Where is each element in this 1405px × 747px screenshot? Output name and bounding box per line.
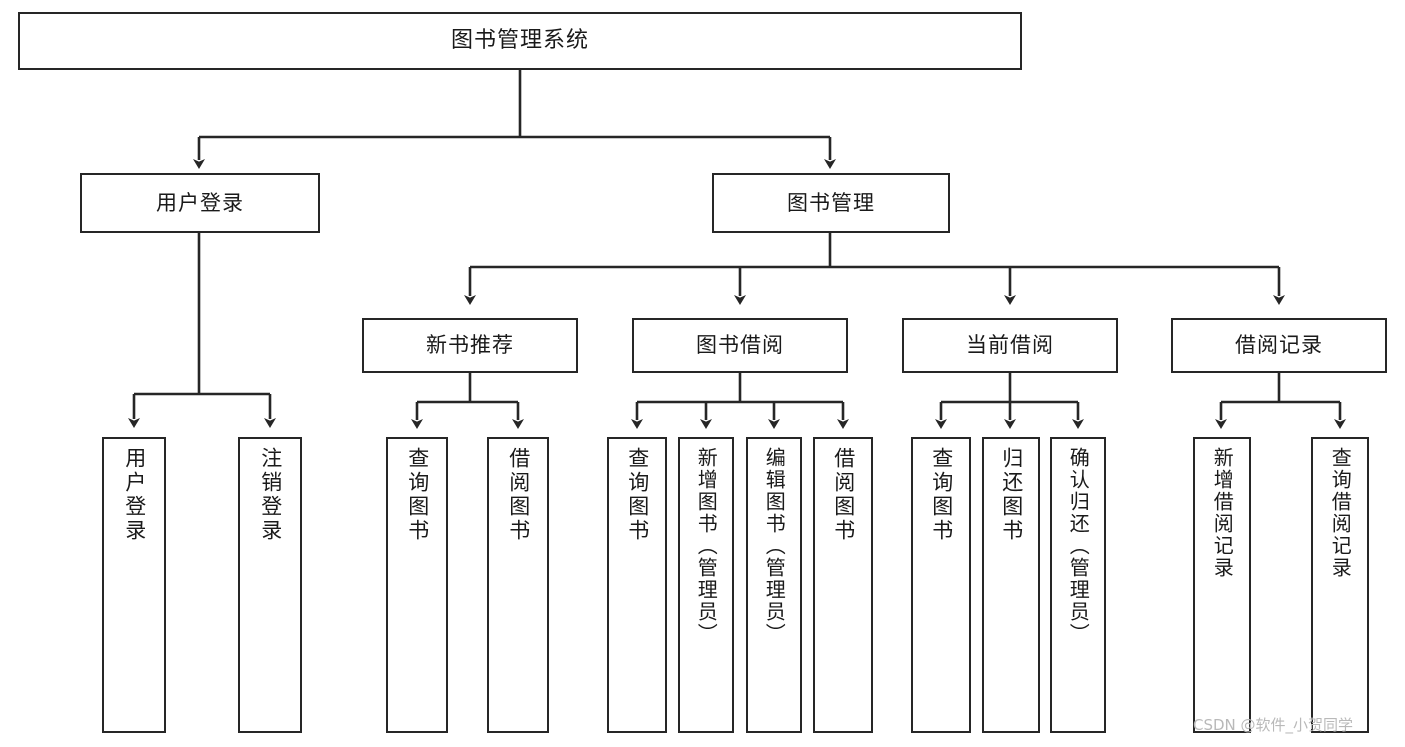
leaf-currentborrow-confirm-return-label: 确认归还（管理员） xyxy=(1066,447,1091,645)
leaf-user-login-logout-label: 注销登录 xyxy=(258,447,283,543)
leaf-bookborrow-query-book[interactable]: 查询图书 xyxy=(607,437,667,733)
leaf-borrowrecord-query-record-label: 查询借阅记录 xyxy=(1328,447,1353,579)
leaf-newbook-query-book[interactable]: 查询图书 xyxy=(386,437,448,733)
leaf-borrowrecord-add-record-label: 新增借阅记录 xyxy=(1210,447,1235,579)
node-borrow-record[interactable]: 借阅记录 xyxy=(1171,318,1387,373)
node-current-borrow-label: 当前借阅 xyxy=(966,333,1054,358)
leaf-newbook-query-book-label: 查询图书 xyxy=(405,447,430,543)
leaf-user-login-login-label: 用户登录 xyxy=(122,447,147,543)
leaf-bookborrow-add-book-label: 新增图书（管理员） xyxy=(694,447,719,645)
node-new-book-recommend[interactable]: 新书推荐 xyxy=(362,318,578,373)
leaf-newbook-borrow-book-label: 借阅图书 xyxy=(506,447,531,543)
node-book-manage-label: 图书管理 xyxy=(787,190,875,215)
node-root[interactable]: 图书管理系统 xyxy=(18,12,1022,70)
leaf-currentborrow-query-book[interactable]: 查询图书 xyxy=(911,437,971,733)
leaf-user-login-logout[interactable]: 注销登录 xyxy=(238,437,302,733)
node-root-label: 图书管理系统 xyxy=(450,28,589,54)
node-book-manage[interactable]: 图书管理 xyxy=(712,173,950,233)
node-new-book-recommend-label: 新书推荐 xyxy=(426,333,514,358)
leaf-bookborrow-edit-book[interactable]: 编辑图书（管理员） xyxy=(746,437,802,733)
leaf-currentborrow-query-book-label: 查询图书 xyxy=(929,447,954,543)
node-user-login[interactable]: 用户登录 xyxy=(80,173,320,233)
leaf-borrowrecord-query-record[interactable]: 查询借阅记录 xyxy=(1311,437,1369,733)
leaf-bookborrow-query-book-label: 查询图书 xyxy=(625,447,650,543)
leaf-user-login-login[interactable]: 用户登录 xyxy=(102,437,166,733)
leaf-newbook-borrow-book[interactable]: 借阅图书 xyxy=(487,437,549,733)
leaf-bookborrow-borrow-book[interactable]: 借阅图书 xyxy=(813,437,873,733)
leaf-bookborrow-add-book[interactable]: 新增图书（管理员） xyxy=(678,437,734,733)
node-book-borrow-label: 图书借阅 xyxy=(696,333,784,358)
leaf-currentborrow-confirm-return[interactable]: 确认归还（管理员） xyxy=(1050,437,1106,733)
leaf-bookborrow-edit-book-label: 编辑图书（管理员） xyxy=(762,447,787,645)
leaf-borrowrecord-add-record[interactable]: 新增借阅记录 xyxy=(1193,437,1251,733)
csdn-watermark: CSDN @软件_小贺同学 xyxy=(1193,716,1354,734)
leaf-currentborrow-return-book-label: 归还图书 xyxy=(999,447,1024,543)
node-book-borrow[interactable]: 图书借阅 xyxy=(632,318,848,373)
leaf-currentborrow-return-book[interactable]: 归还图书 xyxy=(982,437,1040,733)
node-borrow-record-label: 借阅记录 xyxy=(1235,333,1323,358)
leaf-bookborrow-borrow-book-label: 借阅图书 xyxy=(831,447,856,543)
node-user-login-label: 用户登录 xyxy=(156,190,244,215)
node-current-borrow[interactable]: 当前借阅 xyxy=(902,318,1118,373)
